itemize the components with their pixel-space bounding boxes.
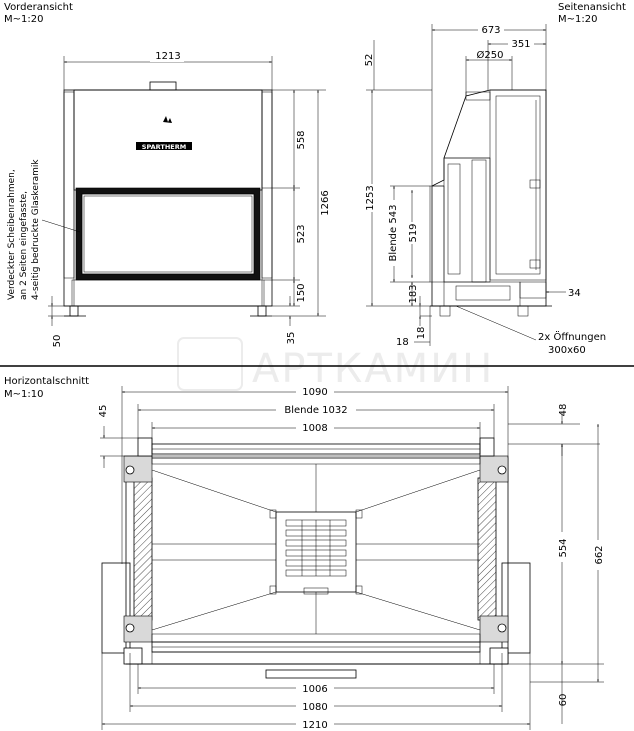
front-base-dim: 150 bbox=[296, 283, 307, 302]
section-view-title: Horizontalschnitt bbox=[4, 376, 89, 387]
section-left-top-dim: 45 bbox=[98, 405, 109, 418]
spartherm-logo: SPARTHERM bbox=[136, 116, 192, 151]
left-mount-plate bbox=[101, 562, 131, 654]
front-foot-right bbox=[257, 305, 267, 317]
side-bottom-label: 18 bbox=[396, 337, 409, 348]
section-bottom-right-dim: 60 bbox=[558, 694, 569, 707]
front-glass-dim: 523 bbox=[296, 224, 307, 243]
watermark-text: АРТКАМИН bbox=[252, 346, 494, 392]
svg-text:an 2 Seiten eingefasste,: an 2 Seiten eingefasste, bbox=[19, 191, 29, 300]
front-upper-dim: 558 bbox=[296, 130, 307, 149]
section-bottom-dims: 1006 1080 1210 bbox=[101, 653, 531, 731]
section-blende-dim: Blende 1032 bbox=[284, 405, 347, 416]
front-base bbox=[71, 279, 265, 307]
front-foot-dim: 50 bbox=[52, 335, 63, 348]
section-bottom-mid-dim: 1080 bbox=[302, 702, 327, 713]
side-height-dim: 1253 bbox=[365, 185, 376, 210]
section-outer-dim: 1090 bbox=[302, 387, 327, 398]
section-bottom-inner-dim: 1006 bbox=[302, 684, 327, 695]
front-view-title: Vorderansicht bbox=[4, 2, 73, 13]
side-flue-dia-dim: Ø250 bbox=[477, 49, 504, 61]
front-width-dim: 1213 bbox=[155, 51, 180, 62]
front-view: SPARTHERM 1213 558 523 150 1266 bbox=[7, 50, 331, 347]
side-flue-offset-dim: 351 bbox=[511, 39, 530, 50]
front-sidefoot-dim: 35 bbox=[286, 332, 297, 345]
corner-posts bbox=[123, 437, 509, 665]
side-blende-dim: Blende 543 bbox=[388, 205, 399, 262]
front-view-scale: M~1:20 bbox=[4, 14, 43, 25]
side-outline bbox=[431, 89, 547, 307]
side-note-line1: 2x Öffnungen bbox=[538, 330, 606, 343]
side-inlet-dim: 34 bbox=[568, 288, 581, 299]
svg-text:4-seitig bedruckte Glaskeramik: 4-seitig bedruckte Glaskeramik bbox=[31, 159, 41, 300]
side-depth-dim: 673 bbox=[481, 25, 500, 36]
side-view-scale: M~1:20 bbox=[558, 14, 597, 25]
front-total-dim: 1266 bbox=[320, 190, 331, 215]
front-hood bbox=[73, 89, 263, 191]
front-foot-left bbox=[69, 305, 79, 317]
section-right-top-dim: 48 bbox=[558, 404, 569, 417]
section-outer-depth-dim: 662 bbox=[594, 545, 605, 564]
side-note-line2: 300x60 bbox=[548, 345, 586, 356]
front-handle bbox=[265, 669, 357, 679]
svg-text:SPARTHERM: SPARTHERM bbox=[142, 143, 186, 151]
side-bottom-dim: 18 bbox=[416, 327, 427, 340]
right-insulation bbox=[477, 477, 497, 621]
side-base bbox=[443, 281, 521, 307]
left-insulation bbox=[133, 477, 153, 621]
glass-panel bbox=[81, 193, 255, 275]
front-flue bbox=[149, 81, 177, 91]
section-bottom-outer-dim: 1210 bbox=[302, 720, 327, 731]
section-inner-dim: 1008 bbox=[302, 423, 327, 434]
side-view-title: Seitenansicht bbox=[558, 2, 626, 13]
grate-slots bbox=[285, 519, 347, 577]
side-view: 673 351 Ø250 52 1253 Blende 543 519 183 … bbox=[362, 22, 606, 356]
section-right-dims: 48 554 662 60 bbox=[508, 404, 606, 724]
right-mount-plate bbox=[501, 562, 531, 654]
side-lower-dim: 183 bbox=[408, 284, 419, 303]
side-opening-dim: 519 bbox=[408, 223, 419, 242]
firebox-lines bbox=[151, 464, 481, 634]
section-top-dims: 1090 Blende 1032 1008 bbox=[121, 384, 509, 564]
side-top-dim: 52 bbox=[364, 54, 375, 67]
front-glass bbox=[151, 633, 481, 643]
section-view: 1090 Blende 1032 1008 45 48 bbox=[98, 384, 606, 731]
section-inner-depth-dim: 554 bbox=[558, 538, 569, 557]
watermark: АРТКАМИН bbox=[177, 337, 494, 392]
svg-text:Verdeckter Scheibenrahmen,: Verdeckter Scheibenrahmen, bbox=[7, 169, 17, 300]
section-view-scale: M~1:10 bbox=[4, 389, 43, 400]
glass-note: Verdeckter Scheibenrahmen, an 2 Seiten e… bbox=[7, 159, 41, 300]
